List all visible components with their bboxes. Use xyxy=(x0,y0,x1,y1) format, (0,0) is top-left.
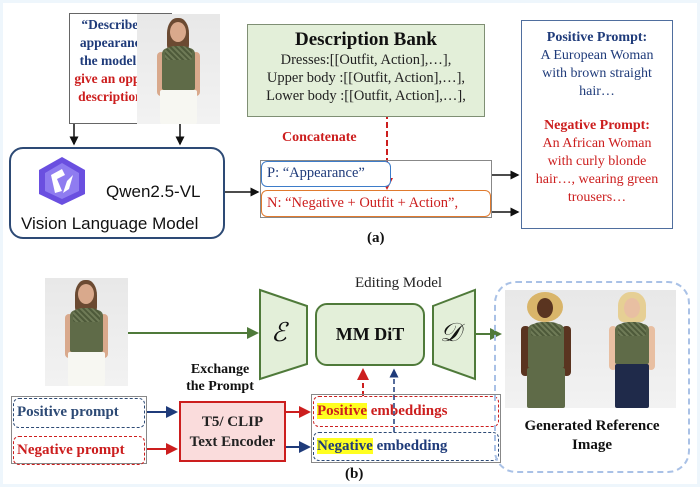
positive-embeddings-highlight: Positive xyxy=(317,403,367,419)
caption-a: (a) xyxy=(367,230,385,246)
generated-label-line-2: Image xyxy=(572,437,612,453)
qwen-logo-icon xyxy=(39,157,85,205)
generated-label-line-1: Generated Reference xyxy=(524,418,660,434)
vlm-model-name: Qwen2.5-VL xyxy=(106,182,201,201)
generated-photo-1 xyxy=(505,290,587,408)
negative-prompt-input: Negative prompt xyxy=(13,436,145,465)
prompt-input-frame xyxy=(11,396,147,464)
vlm-caption: Vision Language Model xyxy=(21,214,199,233)
description-bank: Description Bank Dresses:[[Outfit, Actio… xyxy=(247,24,485,117)
negative-prompt-title: Negative Prompt: xyxy=(544,118,650,133)
mm-dit-block: MM DiT xyxy=(315,303,425,366)
text-encoder-block: T5/ CLIP Text Encoder xyxy=(179,401,286,462)
exchange-prompt-label: Exchange the Prompt xyxy=(170,361,270,395)
concatenate-label: Concatenate xyxy=(282,130,357,145)
description-bank-title: Description Bank xyxy=(295,29,437,50)
prompt-pair-frame xyxy=(260,160,492,218)
positive-prompt-title: Positive Prompt: xyxy=(546,30,648,45)
generated-reference-label: Generated Reference Image xyxy=(500,417,684,455)
positive-prompt-text: A European Woman with brown straight hai… xyxy=(540,48,654,99)
positive-prompt-input: Positive prompt xyxy=(13,398,145,428)
encoder-symbol: ℰ xyxy=(271,318,287,347)
embedding-frame xyxy=(311,394,501,463)
positive-embeddings-rest: embeddings xyxy=(367,403,448,419)
description-bank-line-dresses: Dresses:[[Outfit, Action],…], xyxy=(280,52,452,68)
negative-embedding-highlight: Negative xyxy=(317,438,373,454)
negative-entry: N: “Negative + Outfit + Action”, xyxy=(261,190,491,217)
negative-embedding-rest: embedding xyxy=(372,438,448,454)
generated-photo-2 xyxy=(587,290,676,408)
negative-prompt-text: An African Woman with curly blonde hair…… xyxy=(535,136,659,205)
positive-entry: P: “Appearance” xyxy=(261,161,391,187)
description-bank-line-upper: Upper body :[[Outfit, Action],…], xyxy=(266,70,466,86)
vlm-box: Qwen2.5-VL Vision Language Model xyxy=(9,147,225,239)
description-bank-line-lower: Lower body :[[Outfit, Action],…], xyxy=(266,88,466,104)
editing-model-label: Editing Model xyxy=(355,275,443,291)
negative-embedding: Negative embedding xyxy=(313,432,499,461)
exchange-label-line-1: Exchange xyxy=(190,362,250,377)
text-encoder-line-1: T5/ CLIP xyxy=(201,414,264,430)
input-photo-a xyxy=(137,14,220,124)
prompts-result-box: Positive Prompt: A European Woman with b… xyxy=(521,20,673,229)
input-photo-b xyxy=(45,278,128,386)
generated-output-box xyxy=(494,281,690,473)
positive-embeddings: Positive embeddings xyxy=(313,396,499,427)
text-encoder-line-2: Text Encoder xyxy=(189,434,276,450)
decoder-symbol: 𝒟 xyxy=(440,318,461,347)
exchange-label-line-2: the Prompt xyxy=(186,379,254,394)
caption-b: (b) xyxy=(345,466,364,482)
